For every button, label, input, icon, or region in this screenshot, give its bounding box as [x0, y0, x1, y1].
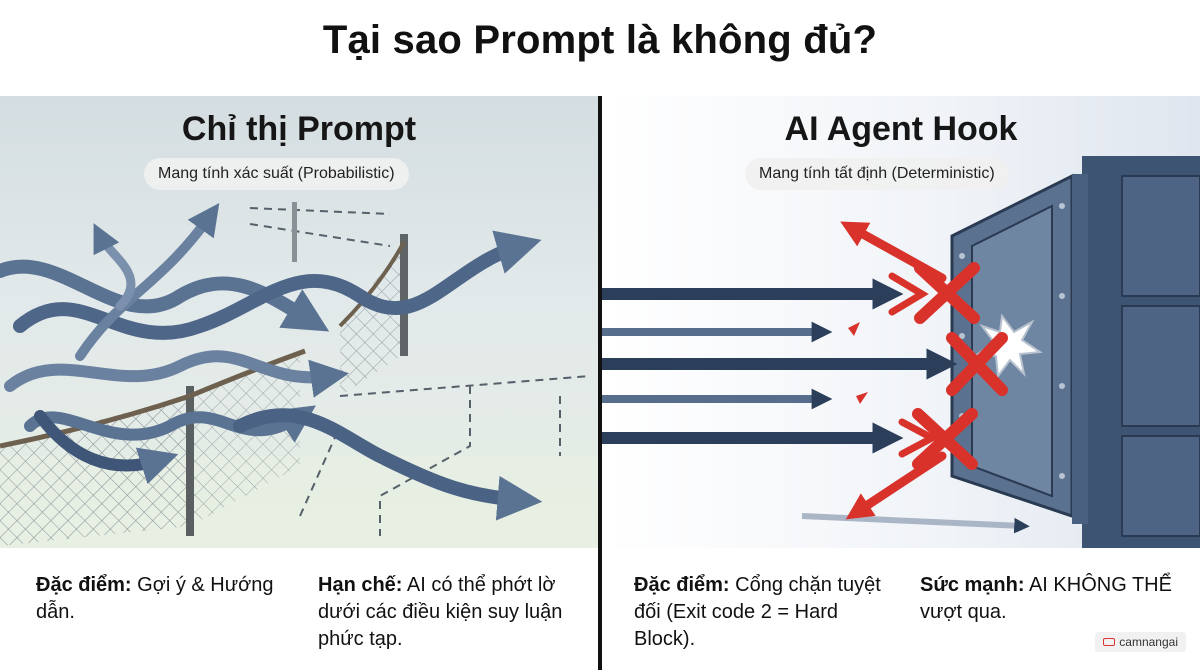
watermark-logo: camnangai [1095, 632, 1186, 652]
note-label: Đặc điểm: [36, 574, 132, 596]
note-label: Hạn chế: [318, 574, 403, 596]
watermark-text: camnangai [1119, 635, 1178, 649]
page-title: Tại sao Prompt là không đủ? [322, 18, 878, 62]
hook-panel-title: AI Agent Hook [784, 110, 1018, 148]
note-label: Đặc điểm: [634, 574, 730, 596]
note-text: Cổng chặn tuyệt đối (Exit code 2 = Hard … [634, 574, 881, 650]
wavy-arrow-group [0, 202, 543, 521]
prompt-characteristic-note: Đặc điểm: Gợi ý & Hướng dẫn. [36, 572, 276, 626]
note-label: Sức mạnh: [920, 574, 1025, 596]
hook-panel: AI Agent Hook Mang tính tất định (Determ… [602, 96, 1200, 548]
gate-illustration [602, 156, 1200, 548]
incoming-arrow-group [602, 278, 1030, 534]
deflect-arrow-group [840, 221, 947, 520]
prompt-limitation-note: Hạn chế: AI có thể phớt lờ dưới các điều… [318, 572, 588, 653]
prompt-panel-subtitle: Mang tính xác suất (Probabilistic) [144, 158, 409, 190]
hook-panel-subtitle: Mang tính tất định (Deterministic) [745, 158, 1009, 190]
block-x-group [912, 262, 1008, 470]
note-text: AI có thể phớt lờ dưới các điều kiện suy… [318, 574, 563, 650]
prompt-panel-title: Chỉ thị Prompt [181, 110, 417, 148]
fence-illustration [0, 202, 598, 548]
prompt-panel: Chỉ thị Prompt Mang tính xác suất (Proba… [0, 96, 598, 548]
watermark-icon [1103, 637, 1116, 646]
hook-strength-note: Sức mạnh: AI KHÔNG THỂ vượt qua. [920, 572, 1180, 626]
note-text: AI KHÔNG THỂ vượt qua. [920, 574, 1172, 623]
hook-characteristic-note: Đặc điểm: Cổng chặn tuyệt đối (Exit code… [634, 572, 894, 653]
note-text: Gợi ý & Hướng dẫn. [36, 574, 274, 623]
panel-divider [598, 96, 602, 670]
